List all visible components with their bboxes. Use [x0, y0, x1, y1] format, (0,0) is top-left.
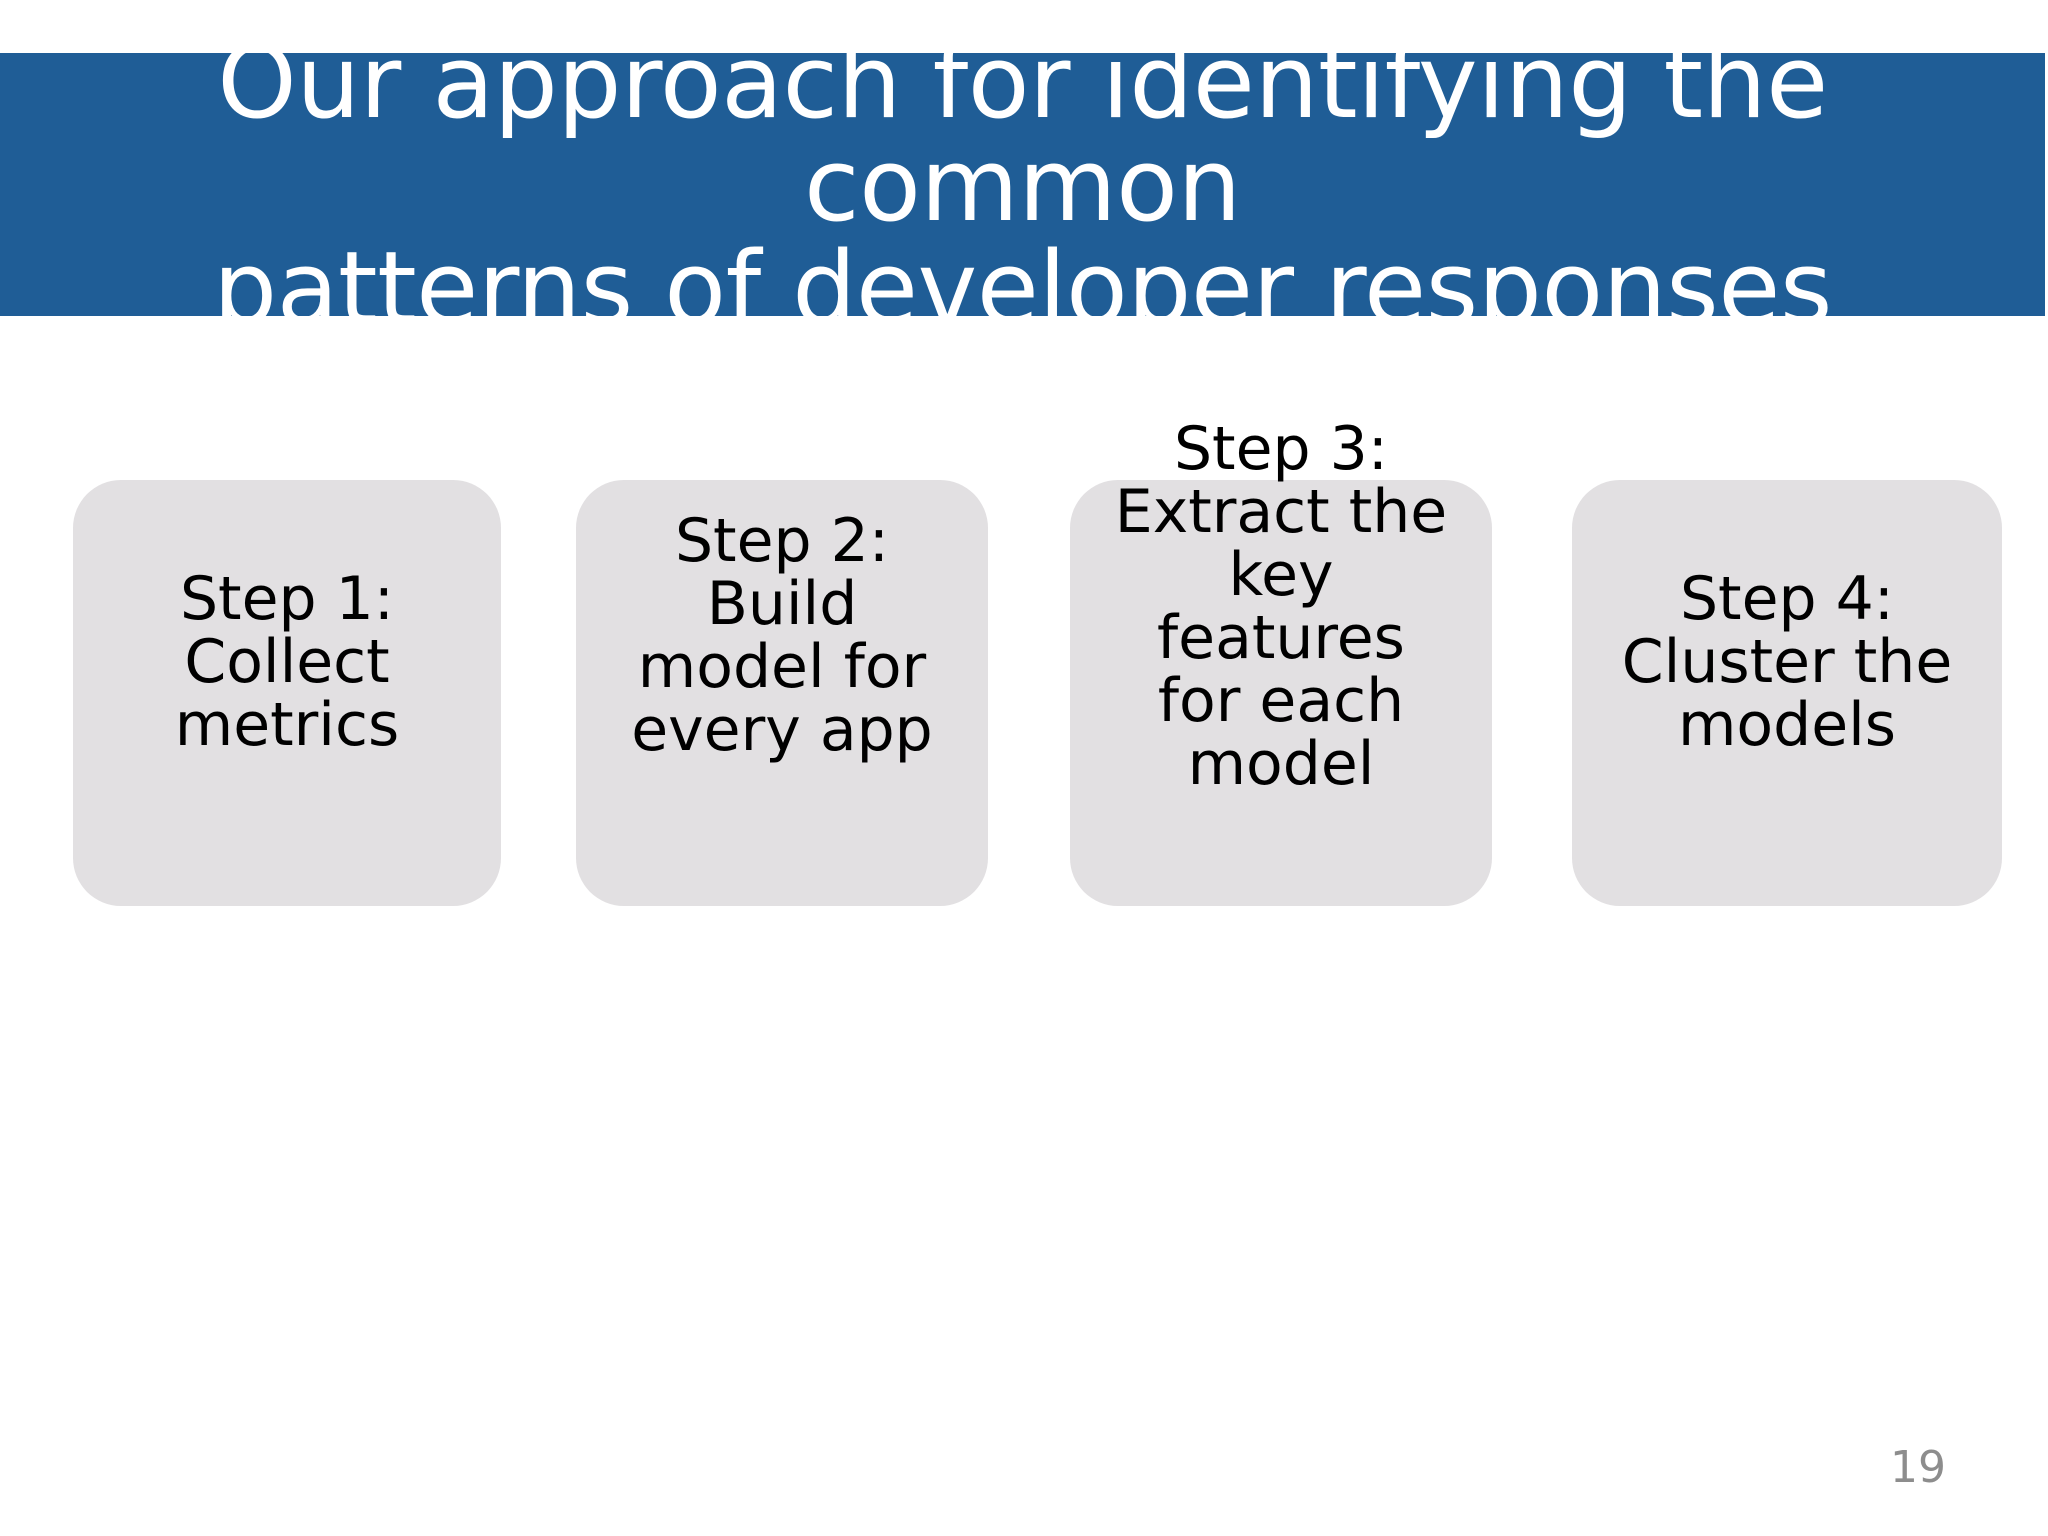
step-label-step-4: Step 4: Cluster the models: [1621, 564, 1953, 760]
step-label-step-3: Step 3: Extract the key features for eac…: [1114, 414, 1448, 799]
step-box-step-3[interactable]: Step 3: Extract the key features for eac…: [1070, 418, 1492, 906]
page-title: Our approach for identifying the common …: [212, 53, 1833, 316]
slide-page-number: 19: [1890, 1442, 1946, 1493]
slide-title-banner: Our approach for identifying the common …: [0, 53, 2045, 316]
step-box-step-4[interactable]: Step 4: Cluster the models: [1572, 480, 2002, 906]
step-box-step-1[interactable]: Step 1: Collect metrics: [73, 480, 501, 906]
step-label-step-2: Step 2: Build model for every app: [631, 506, 933, 765]
step-label-step-1: Step 1: Collect metrics: [174, 564, 400, 760]
step-box-step-2[interactable]: Step 2: Build model for every app: [576, 480, 988, 906]
